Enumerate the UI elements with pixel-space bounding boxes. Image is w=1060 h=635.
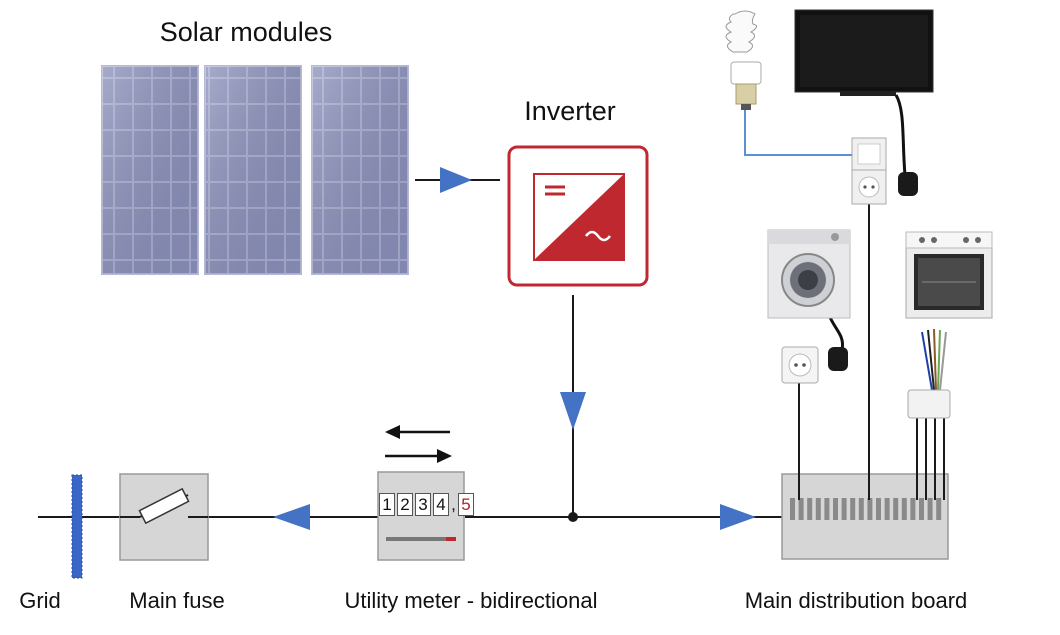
board-terminal <box>833 498 838 520</box>
television-icon <box>794 9 934 196</box>
inverter-title: Inverter <box>524 96 616 126</box>
meter-separator: , <box>451 495 456 514</box>
supply-arrow <box>720 504 756 530</box>
meter-digit: 3 <box>415 493 431 516</box>
export-arrow <box>273 504 310 530</box>
distribution-board <box>781 473 949 560</box>
board-terminal <box>927 498 933 520</box>
board-terminal <box>807 498 813 520</box>
main-feed-line <box>38 504 782 530</box>
main-fuse-label: Main fuse <box>129 588 224 613</box>
board-terminal <box>824 498 830 520</box>
light-wire <box>744 110 852 156</box>
solar-modules-title: Solar modules <box>160 17 333 47</box>
board-terminal <box>858 498 864 520</box>
grid-label: Grid <box>19 588 61 613</box>
board-terminal <box>798 498 804 520</box>
fuse-cartridge-icon <box>138 487 190 525</box>
board-terminal <box>893 498 899 520</box>
meter-decimal-digit: 5 <box>458 493 474 516</box>
solar-panel-2 <box>204 65 302 275</box>
board-terminal <box>815 498 821 520</box>
wall-socket-icon <box>851 169 887 205</box>
bidirectional-arrows <box>385 425 452 463</box>
meter-digit: 2 <box>397 493 413 516</box>
oven-cable <box>907 328 951 419</box>
meter-digit: 1 <box>379 493 395 516</box>
washing-machine-icon <box>767 229 851 319</box>
board-terminal <box>867 498 873 520</box>
board-terminal <box>919 498 924 520</box>
appliance-wires <box>798 204 945 500</box>
distribution-board-label: Main distribution board <box>745 588 968 613</box>
energy-saving-bulb-icon <box>725 10 762 110</box>
grid-bar <box>71 474 83 579</box>
power-socket-icon <box>781 346 819 384</box>
board-terminal <box>901 498 907 520</box>
board-terminal <box>850 498 856 520</box>
oven-icon <box>905 231 993 319</box>
meter-digit: 4 <box>433 493 449 516</box>
board-terminal <box>936 498 942 520</box>
board-terminal <box>910 498 916 520</box>
dc-flow-arrow <box>415 167 500 193</box>
utility-meter <box>377 471 465 561</box>
meter-counter: 1 2 3 4 , 5 <box>379 493 474 517</box>
board-terminal <box>790 498 795 520</box>
main-fuse-box <box>119 473 209 561</box>
board-terminal <box>884 498 890 520</box>
power-plug-icon <box>827 314 848 371</box>
board-terminal <box>876 498 881 520</box>
utility-meter-label: Utility meter - bidirectional <box>344 588 597 613</box>
tv-plug-icon <box>898 172 918 196</box>
board-terminal <box>841 498 847 520</box>
solar-panel-3 <box>311 65 409 275</box>
solar-panel-1 <box>101 65 199 275</box>
junction-node <box>568 512 578 522</box>
ac-flow-arrow <box>560 295 586 517</box>
junction-box-icon <box>907 389 951 419</box>
solar-modules <box>101 65 409 275</box>
inverter-box <box>507 145 649 287</box>
light-switch-icon <box>851 137 887 171</box>
ac-symbol-icon <box>585 230 611 242</box>
